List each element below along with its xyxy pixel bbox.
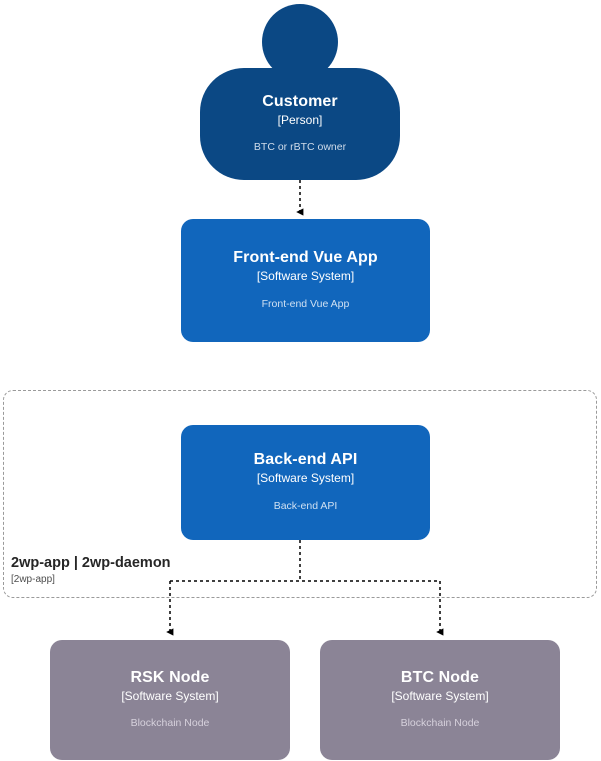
- node-backend-api[interactable]: Back-end API [Software System] Back-end …: [181, 425, 430, 540]
- customer-head-shape: [262, 4, 338, 80]
- frontend-description: Front-end Vue App: [261, 297, 350, 310]
- btc-node-title: BTC Node: [400, 668, 480, 686]
- node-frontend-vue-app[interactable]: Front-end Vue App [Software System] Fron…: [181, 219, 430, 342]
- btc-node-description: Blockchain Node: [400, 717, 480, 730]
- boundary-type: [2wp-app]: [11, 573, 55, 585]
- frontend-type: [Software System]: [256, 269, 355, 284]
- backend-type: [Software System]: [256, 471, 355, 486]
- customer-description: BTC or rBTC owner: [253, 141, 347, 154]
- rsk-node-title: RSK Node: [130, 668, 210, 686]
- customer-type: [Person]: [277, 112, 323, 127]
- customer-title: Customer: [262, 92, 338, 110]
- boundary-name: 2wp-app | 2wp-daemon: [11, 555, 171, 571]
- btc-node-type: [Software System]: [391, 688, 489, 703]
- frontend-title: Front-end Vue App: [233, 249, 378, 267]
- backend-title: Back-end API: [253, 451, 358, 469]
- boundary-2wp-app: [3, 390, 597, 598]
- rsk-node-description: Blockchain Node: [130, 717, 210, 730]
- node-customer[interactable]: Customer [Person] BTC or rBTC owner: [200, 68, 400, 180]
- backend-description: Back-end API: [273, 499, 338, 512]
- node-rsk-node[interactable]: RSK Node [Software System] Blockchain No…: [50, 640, 290, 760]
- node-btc-node[interactable]: BTC Node [Software System] Blockchain No…: [320, 640, 560, 760]
- rsk-node-type: [Software System]: [121, 688, 219, 703]
- boundary-label: 2wp-app | 2wp-daemon [2wp-app]: [11, 555, 171, 586]
